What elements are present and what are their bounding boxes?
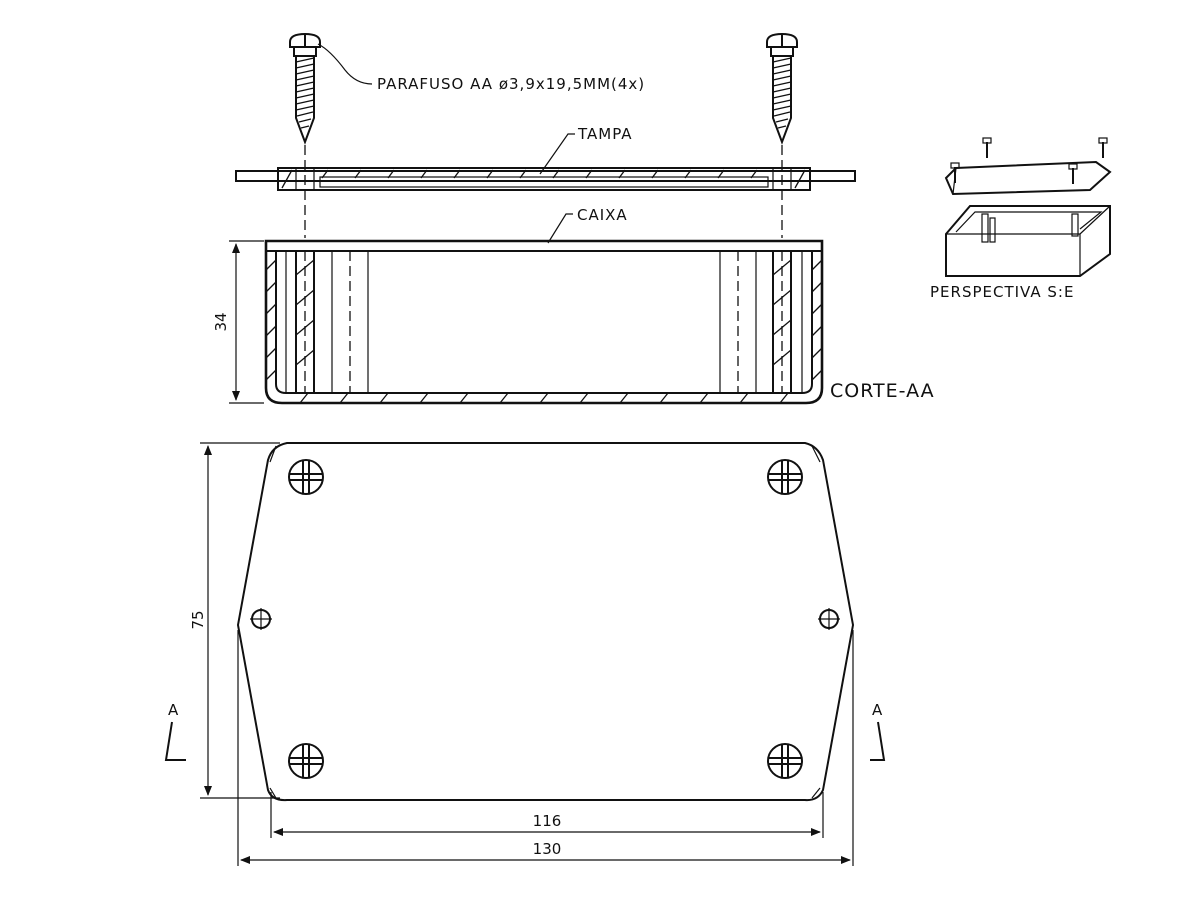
section-marker-left xyxy=(164,721,186,761)
screw-head-br xyxy=(767,743,803,779)
section-label: CORTE-AA xyxy=(830,380,935,402)
screw-label: PARAFUSO AA ø3,9x19,5MM(4x) xyxy=(377,75,645,93)
perspective-view xyxy=(944,137,1112,277)
dimension-outer-width xyxy=(237,630,854,866)
section-marker-right-label: A xyxy=(872,701,883,719)
dimension-height-label: 34 xyxy=(212,312,230,331)
dimension-height xyxy=(229,240,264,404)
box-section xyxy=(264,239,824,405)
box-label: CAIXA xyxy=(577,206,628,224)
screw-leader xyxy=(317,43,373,85)
lid-section xyxy=(235,167,856,191)
perspective-label: PERSPECTIVA S:E xyxy=(930,283,1074,301)
screw-head-tl xyxy=(288,459,324,495)
mounting-hole-right xyxy=(818,608,840,630)
dimension-depth xyxy=(200,442,280,799)
dimension-inner-width-label: 116 xyxy=(533,812,562,830)
screw-head-bl xyxy=(288,743,324,779)
box-leader xyxy=(547,213,573,244)
lid-label: TAMPA xyxy=(577,125,633,143)
dimension-inner-width xyxy=(270,792,824,838)
screw-left xyxy=(289,32,321,145)
section-marker-left-label: A xyxy=(168,701,179,719)
top-view-outline xyxy=(236,442,855,802)
screw-head-tr xyxy=(767,459,803,495)
section-marker-right xyxy=(870,721,886,761)
lid-leader xyxy=(539,133,575,175)
dimension-depth-label: 75 xyxy=(189,610,207,629)
mounting-hole-left xyxy=(250,608,272,630)
dimension-outer-width-label: 130 xyxy=(533,840,562,858)
screw-right xyxy=(766,32,798,145)
